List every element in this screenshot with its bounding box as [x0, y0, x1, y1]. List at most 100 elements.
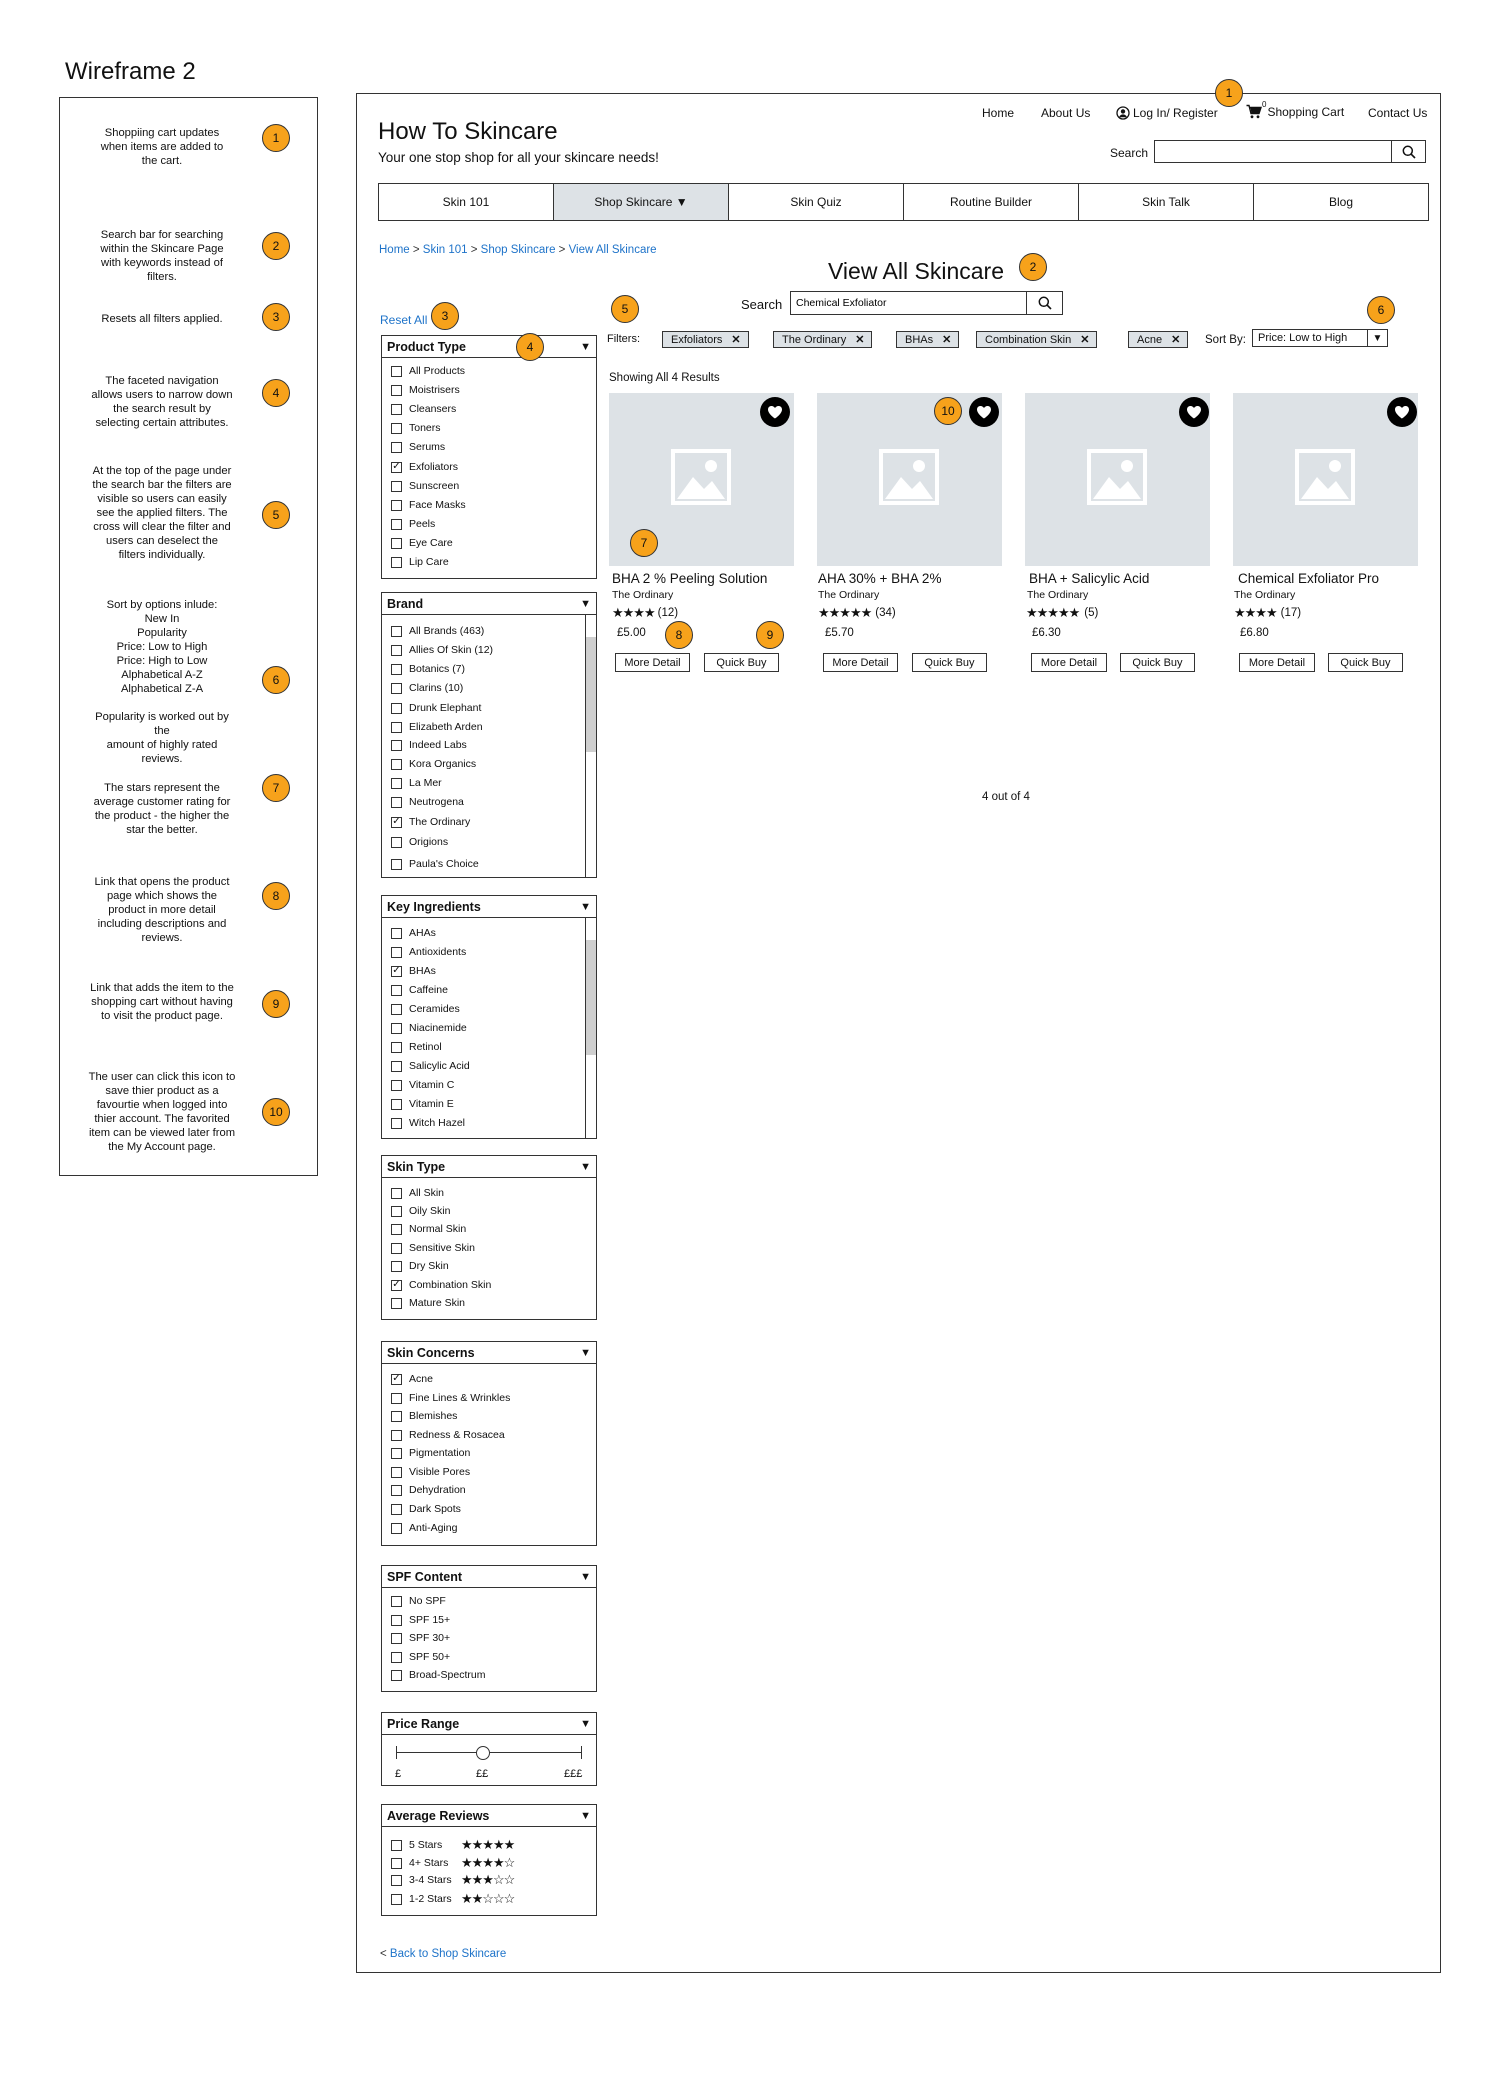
nav-about[interactable]: About Us [1041, 106, 1091, 120]
favourite-heart-icon[interactable] [1179, 397, 1209, 427]
checkbox[interactable]: ✓ [391, 461, 402, 473]
checkbox[interactable] [391, 1392, 402, 1404]
checkbox[interactable] [391, 518, 402, 530]
facet-option[interactable]: 3-4 Stars★★★☆☆ [391, 1872, 515, 1888]
more-detail-button[interactable]: More Detail [615, 653, 690, 672]
checkbox[interactable] [391, 1098, 402, 1110]
close-icon[interactable]: ✕ [855, 334, 865, 346]
checkbox[interactable] [391, 758, 402, 770]
scrollbar[interactable] [585, 918, 596, 1138]
checkbox[interactable] [391, 1839, 402, 1851]
facet-option[interactable]: Antioxidents [391, 946, 466, 958]
back-to-shop-skincare-link[interactable]: Back to Shop Skincare [389, 1948, 507, 1960]
facet-option[interactable]: Eye Care [391, 537, 453, 549]
facet-header[interactable]: Average Reviews▼ [382, 1805, 596, 1827]
facet-option[interactable]: Vitamin C [391, 1079, 454, 1091]
facet-option[interactable]: SPF 30+ [391, 1632, 450, 1644]
checkbox[interactable] [391, 1614, 402, 1626]
price-slider-thumb[interactable] [475, 1746, 490, 1760]
facet-header[interactable]: Product Type▼ [382, 336, 596, 358]
checkbox[interactable] [391, 365, 402, 377]
checkbox[interactable] [391, 480, 402, 492]
tab-routine-builder[interactable]: Routine Builder [904, 184, 1079, 220]
checkbox[interactable] [391, 556, 402, 568]
checkbox[interactable] [391, 1874, 402, 1886]
scrollbar[interactable] [585, 615, 596, 877]
more-detail-button[interactable]: More Detail [1031, 653, 1107, 672]
facet-option[interactable]: Clarins (10) [391, 682, 463, 694]
product-image[interactable] [1025, 393, 1210, 566]
tab-blog[interactable]: Blog [1328, 195, 1354, 209]
content-search-button[interactable] [1026, 291, 1063, 315]
product-name[interactable]: BHA 2 % Peeling Solution [612, 571, 768, 586]
checkbox[interactable] [391, 625, 402, 637]
checkbox[interactable] [391, 682, 402, 694]
facet-option[interactable]: Blemishes [391, 1410, 457, 1422]
checkbox[interactable]: ✓ [391, 1373, 402, 1385]
facet-option[interactable]: Mature Skin [391, 1297, 465, 1309]
facet-option[interactable]: Botanics (7) [391, 663, 465, 675]
checkbox[interactable] [391, 1242, 402, 1254]
checkbox[interactable]: ✓ [391, 965, 402, 977]
facet-option[interactable]: Normal Skin [391, 1223, 466, 1235]
checkbox[interactable] [391, 1297, 402, 1309]
checkbox[interactable] [391, 1651, 402, 1663]
facet-option[interactable]: ✓The Ordinary [391, 816, 471, 828]
checkbox[interactable] [391, 1060, 402, 1072]
facet-option[interactable]: Broad-Spectrum [391, 1669, 485, 1681]
facet-option[interactable]: 5 Stars★★★★★ [391, 1837, 515, 1853]
checkbox[interactable] [391, 1260, 402, 1272]
facet-option[interactable]: All Products [391, 365, 465, 377]
filter-chip-the-ordinary[interactable]: The Ordinary✕ [773, 331, 873, 348]
facet-option[interactable]: ✓Acne [391, 1373, 433, 1385]
chevron-down-icon[interactable]: ▼ [1367, 329, 1388, 347]
filter-chip-exfoliators[interactable]: Exfoliators✕ [662, 331, 749, 348]
facet-header[interactable]: SPF Content▼ [382, 1566, 596, 1588]
more-detail-button[interactable]: More Detail [1239, 653, 1315, 672]
facet-option[interactable]: 1-2 Stars★★☆☆☆ [391, 1891, 515, 1907]
quick-buy-button[interactable]: Quick Buy [1328, 653, 1403, 672]
product-image[interactable] [817, 393, 1002, 566]
quick-buy-button[interactable]: Quick Buy [912, 653, 987, 672]
breadcrumb-current[interactable]: View All Skincare [568, 244, 657, 256]
facet-option[interactable]: Sunscreen [391, 480, 459, 492]
scrollbar-thumb[interactable] [586, 637, 596, 752]
filter-chip-bhas[interactable]: BHAs✕ [896, 331, 960, 348]
checkbox[interactable] [391, 1429, 402, 1441]
checkbox[interactable] [391, 1447, 402, 1459]
checkbox[interactable] [391, 422, 402, 434]
chevron-down-icon[interactable]: ▼ [580, 1570, 591, 1583]
facet-option[interactable]: Moistrisers [391, 384, 460, 396]
nav-contact[interactable]: Contact Us [1368, 106, 1428, 120]
facet-option[interactable]: Peels [391, 518, 435, 530]
facet-header[interactable]: Price Range▼ [382, 1713, 596, 1735]
reset-all-link[interactable]: Reset All [380, 313, 428, 327]
facet-option[interactable]: Toners [391, 422, 441, 434]
checkbox[interactable] [391, 1893, 402, 1905]
facet-option[interactable]: Elizabeth Arden [391, 721, 483, 733]
checkbox[interactable] [391, 702, 402, 714]
tab-skin-101[interactable]: Skin 101 [379, 184, 554, 220]
facet-option[interactable]: SPF 50+ [391, 1651, 450, 1663]
close-icon[interactable]: ✕ [731, 334, 741, 346]
product-image[interactable] [1233, 393, 1418, 566]
checkbox[interactable]: ✓ [391, 1279, 402, 1291]
checkbox[interactable] [391, 1022, 402, 1034]
favourite-heart-icon[interactable] [760, 397, 790, 427]
facet-option[interactable]: Dehydration [391, 1484, 466, 1496]
facet-option[interactable]: All Brands (463) [391, 625, 484, 637]
facet-option[interactable]: Ceramides [391, 1003, 460, 1015]
chevron-down-icon[interactable]: ▼ [580, 1809, 591, 1822]
chevron-down-icon[interactable]: ▼ [580, 1160, 591, 1173]
facet-option[interactable]: SPF 15+ [391, 1614, 450, 1626]
checkbox[interactable] [391, 537, 402, 549]
checkbox[interactable] [391, 644, 402, 656]
facet-option[interactable]: Pigmentation [391, 1447, 470, 1459]
tab-skin-talk[interactable]: Skin Talk [1079, 184, 1254, 220]
checkbox[interactable] [391, 441, 402, 453]
checkbox[interactable] [391, 1205, 402, 1217]
facet-option[interactable]: ✓Exfoliators [391, 461, 459, 473]
facet-option[interactable]: Dark Spots [391, 1503, 461, 1515]
facet-option[interactable]: Neutrogena [391, 796, 464, 808]
tab-shop-skincare[interactable]: Shop Skincare ▼ [554, 184, 729, 220]
